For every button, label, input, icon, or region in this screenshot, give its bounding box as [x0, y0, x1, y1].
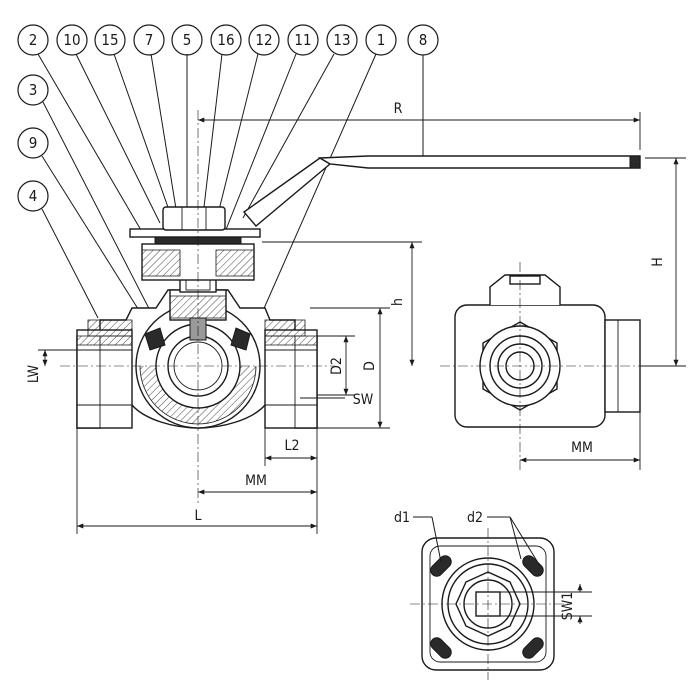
dim-label-MM-side: MM: [571, 440, 593, 456]
callout-12: 12: [248, 24, 280, 56]
dim-label-LW: LW: [26, 364, 42, 383]
callout-15: 15: [94, 24, 126, 56]
callout-7: 7: [133, 24, 165, 56]
callout-5: 5: [171, 24, 203, 56]
callout-13: 13: [326, 24, 358, 56]
svg-text:8: 8: [419, 31, 428, 49]
svg-text:3: 3: [29, 81, 38, 99]
callout-balloons: 2 10 15 7 5 16 12 11 13 1 8 3 9 4: [17, 24, 439, 212]
callout-10: 10: [56, 24, 88, 56]
top-view-flange: d1 d2 SW1: [394, 510, 592, 680]
callout-1: 1: [365, 24, 397, 56]
svg-text:2: 2: [29, 31, 38, 49]
dim-label-D2: D2: [329, 357, 345, 375]
dim-label-H: H: [650, 257, 666, 266]
callout-4: 4: [17, 180, 49, 212]
svg-text:16: 16: [217, 31, 234, 49]
dim-label-d1: d1: [394, 510, 410, 526]
dim-label-SW1: SW1: [560, 592, 576, 620]
dim-label-SW: SW: [353, 392, 374, 408]
svg-text:10: 10: [63, 31, 80, 49]
dim-label-h: h: [390, 298, 406, 306]
callout-9: 9: [17, 127, 49, 159]
dim-label-R: R: [394, 101, 403, 117]
front-view: [60, 110, 641, 505]
leader-lines: [37, 53, 424, 331]
side-view: MM: [440, 262, 660, 470]
svg-text:9: 9: [29, 134, 38, 152]
callout-8: 8: [407, 24, 439, 56]
callout-3: 3: [17, 74, 49, 106]
svg-text:11: 11: [294, 31, 311, 49]
svg-text:5: 5: [183, 31, 192, 49]
callout-16: 16: [210, 24, 242, 56]
dim-label-d2: d2: [467, 510, 483, 526]
svg-text:1: 1: [377, 31, 386, 49]
dim-label-L2: L2: [284, 438, 299, 454]
callout-11: 11: [287, 24, 319, 56]
dimensions-front: R H h D D2 LW SW L2 MM: [26, 101, 686, 534]
svg-text:15: 15: [101, 31, 118, 49]
dim-label-D: D: [362, 361, 378, 371]
callout-2: 2: [17, 24, 49, 56]
svg-text:13: 13: [333, 31, 350, 49]
svg-text:12: 12: [255, 31, 272, 49]
svg-text:7: 7: [145, 31, 154, 49]
dim-label-MM-front: MM: [245, 473, 267, 489]
dim-label-L: L: [194, 508, 201, 524]
svg-text:4: 4: [29, 187, 38, 205]
